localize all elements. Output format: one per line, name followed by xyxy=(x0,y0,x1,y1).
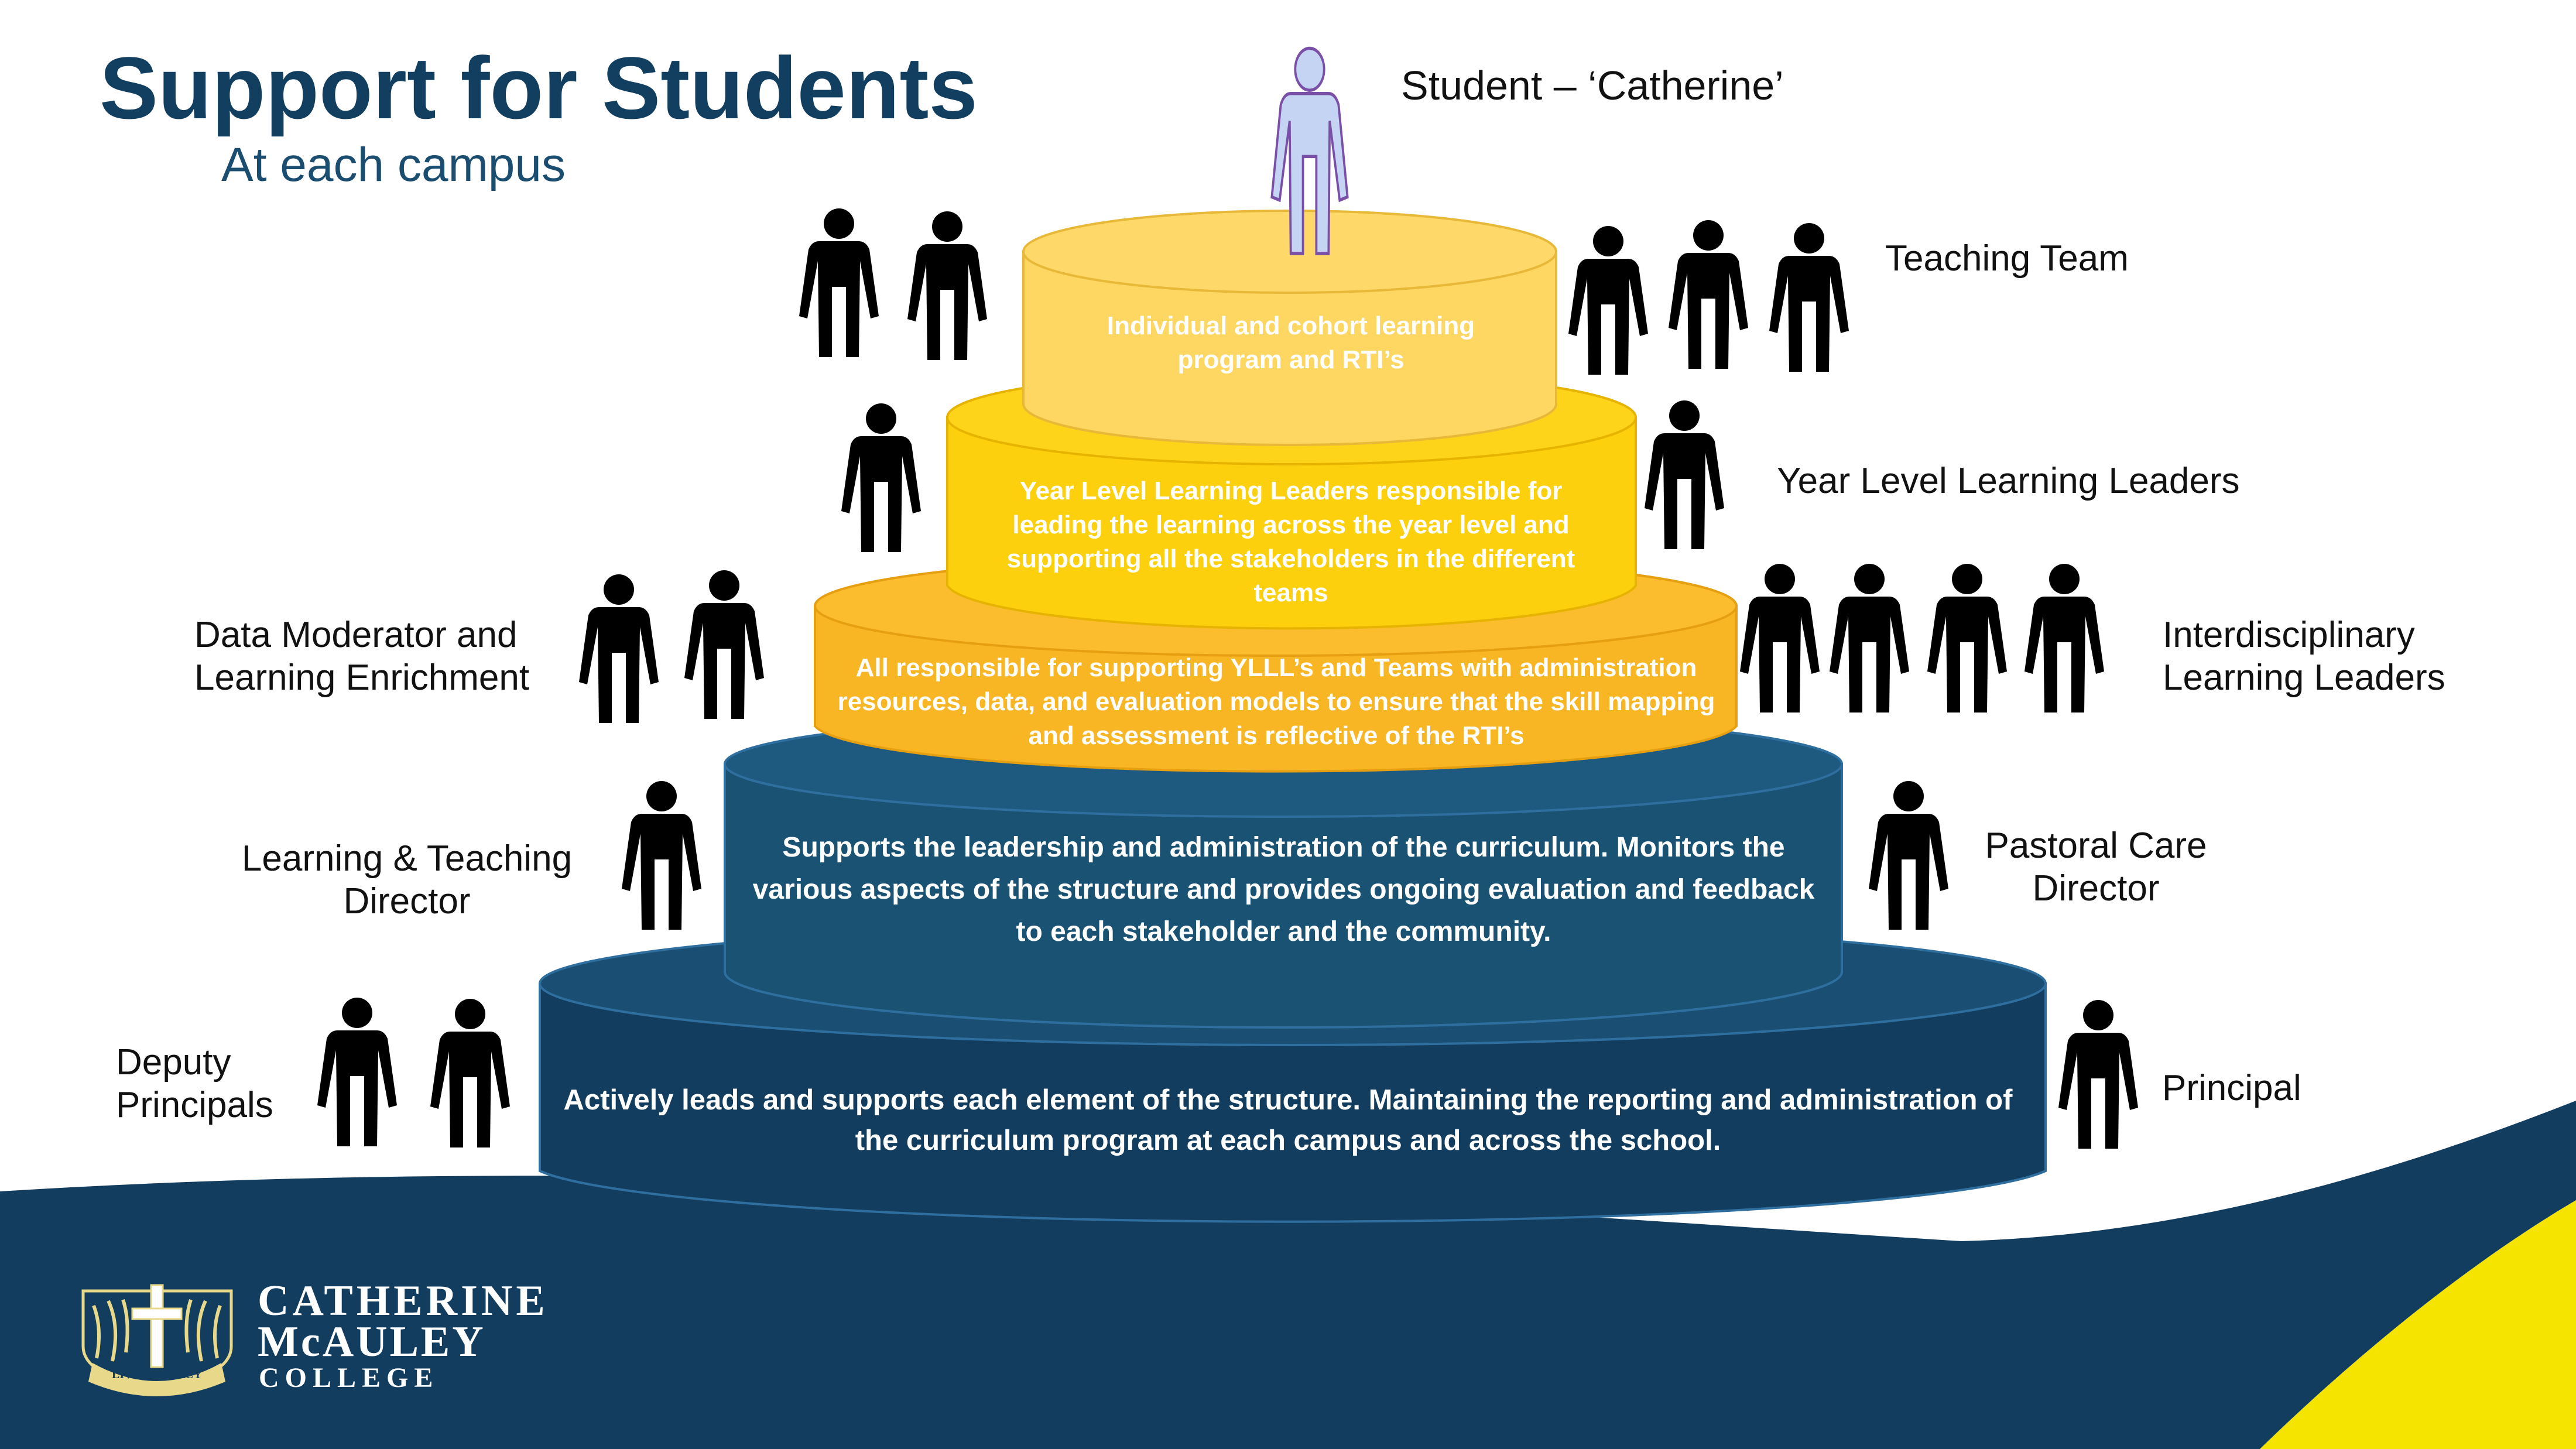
data-moderator-label: Data Moderator and Learning Enrichment xyxy=(194,615,530,698)
logo-motto: LIVING MERCY xyxy=(112,1368,202,1381)
person-icon xyxy=(622,781,701,930)
banner-yellow-wedge xyxy=(2260,1200,2576,1449)
logo-line-1: CATHERINE xyxy=(258,1277,549,1325)
person-icon xyxy=(579,574,659,723)
tier-3-text: All responsible for supporting YLLL’s an… xyxy=(837,653,1715,751)
pastoral-care-director-label: Pastoral Care Director xyxy=(1985,825,2207,909)
deputy-principals-label: Deputy Principals xyxy=(116,1042,273,1126)
person-icon xyxy=(1830,564,1909,712)
page-title: Support for Students xyxy=(100,39,978,137)
person-icon xyxy=(684,570,764,719)
year-level-leaders-label: Year Level Learning Leaders xyxy=(1777,461,2240,501)
person-icon xyxy=(799,208,879,357)
person-icon xyxy=(317,998,397,1146)
tier-4-text: Supports the leadership and administrati… xyxy=(752,832,1815,947)
person-icon xyxy=(1669,220,1748,369)
principal-label: Principal xyxy=(2162,1068,2301,1108)
person-icon xyxy=(1645,400,1724,549)
page-subtitle: At each campus xyxy=(221,138,566,191)
logo-line-3: COLLEGE xyxy=(259,1362,439,1393)
person-icon xyxy=(430,999,510,1147)
logo-line-2: McAULEY xyxy=(258,1318,486,1366)
teaching-team-label: Teaching Team xyxy=(1885,238,2129,279)
person-icon xyxy=(841,403,921,552)
person-icon xyxy=(1769,223,1849,372)
tier-2-text: Year Level Learning Leaders responsible … xyxy=(1006,477,1575,608)
person-icon xyxy=(1869,781,1948,930)
person-icon xyxy=(1568,226,1648,375)
college-crest-icon xyxy=(81,1284,233,1396)
interdisciplinary-label: Interdisciplinary Learning Leaders xyxy=(2163,615,2445,698)
person-icon xyxy=(2058,1000,2138,1149)
tier-5-text: Actively leads and supports each element… xyxy=(563,1084,2013,1156)
person-icon xyxy=(2025,564,2104,712)
person-icon xyxy=(1740,564,1820,712)
learning-teaching-director-label: Learning & Teaching Director xyxy=(241,838,573,922)
tier-1-text: Individual and cohort learning program a… xyxy=(1107,311,1475,375)
person-icon xyxy=(1927,564,2007,712)
student-label: Student – ‘Catherine’ xyxy=(1401,63,1784,108)
person-icon xyxy=(907,211,987,360)
